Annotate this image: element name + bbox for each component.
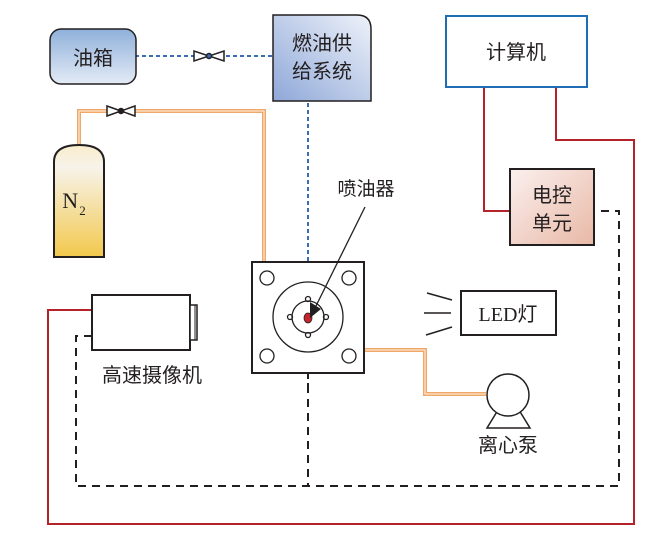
arrow-head-icon (310, 302, 321, 318)
pump-body-icon (486, 373, 530, 417)
oil-tank[interactable]: 油箱 (49, 28, 137, 85)
ecu-label-line1: 电控 (532, 183, 572, 207)
electronic-control-unit[interactable]: 电控 单元 (509, 168, 595, 246)
ecu-trigger-line (75, 210, 620, 487)
fuel-supply-system[interactable]: 燃油供 给系统 (272, 14, 372, 102)
nitrogen-label: N2 (62, 188, 85, 218)
nitrogen-symbol: N (62, 188, 78, 213)
nitrogen-subscript: 2 (79, 203, 86, 218)
led-label: LED灯 (479, 303, 538, 326)
fuel-supply-label-line1: 燃油供 (292, 31, 352, 55)
signal-lines (47, 88, 635, 525)
computer-label: 计算机 (486, 40, 546, 64)
camera-label: 高速摄像机 (102, 363, 202, 387)
fuel-supply-label-line2: 给系统 (292, 59, 352, 83)
chamber-bolt-holes (259, 270, 357, 364)
oil-tank-label: 油箱 (73, 46, 113, 70)
valve-fuel[interactable] (193, 49, 225, 63)
nitrogen-cylinder[interactable]: N2 (53, 143, 105, 258)
computer-to-camera-line (47, 88, 635, 525)
light-rays-icon (424, 292, 453, 336)
constant-volume-chamber[interactable] (251, 261, 365, 385)
gas-lines (77, 109, 486, 396)
injector-label: 喷油器 (337, 178, 394, 200)
led-lamp[interactable]: LED灯 (424, 290, 557, 336)
valve-nitrogen[interactable] (106, 104, 136, 118)
high-speed-camera[interactable]: 高速摄像机 (91, 294, 202, 387)
fuel-lines (135, 55, 309, 312)
computer-to-ecu-line (483, 88, 510, 212)
centrifugal-pump[interactable]: 离心泵 (478, 373, 538, 457)
computer[interactable]: 计算机 (445, 15, 588, 88)
ecu-label-line2: 单元 (532, 211, 572, 235)
injector-callout: 喷油器 (310, 178, 395, 318)
pump-label: 离心泵 (478, 433, 538, 457)
camera-lens-icon (189, 304, 198, 341)
chamber-window (272, 281, 344, 353)
